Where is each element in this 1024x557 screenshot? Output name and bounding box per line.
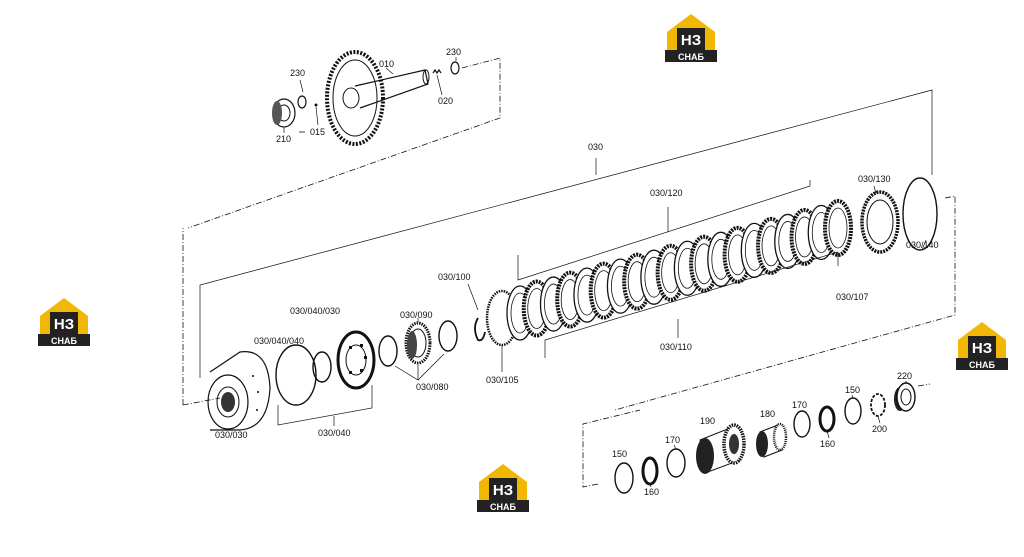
watermark-top-text: НЗ	[972, 340, 992, 357]
label-160a: 160	[644, 487, 659, 497]
label-020: 020	[438, 96, 453, 106]
ring-160a	[641, 456, 659, 486]
label-170b: 170	[792, 400, 807, 410]
seal-030-040-030	[312, 351, 332, 383]
hub-190	[696, 423, 746, 474]
clutch-assembly-030	[182, 89, 956, 431]
watermark-logo: НЗ СНАБ	[36, 294, 92, 348]
label-230a: 230	[290, 68, 305, 78]
watermark-bottom-text: СНАБ	[51, 336, 77, 346]
watermark-bottom-text: СНАБ	[490, 502, 516, 512]
snap-ring-030-100	[474, 317, 486, 342]
label-150b: 150	[845, 385, 860, 395]
label-030-090: 030/090	[400, 310, 433, 320]
ring-230b	[450, 61, 460, 75]
label-030: 030	[588, 142, 603, 152]
label-030-040: 030/040	[318, 428, 351, 438]
watermark-bottom-text: СНАБ	[678, 52, 704, 62]
gear-010	[325, 50, 430, 146]
pin-015	[314, 103, 318, 107]
label-220: 220	[897, 371, 912, 381]
ring-030-080b	[438, 320, 458, 352]
label-160b: 160	[820, 439, 835, 449]
watermark-top-text: НЗ	[54, 316, 74, 333]
label-210: 210	[276, 134, 291, 144]
label-015: 015	[310, 127, 325, 137]
label-030-105: 030/105	[486, 375, 519, 385]
watermark-logo: НЗ СНАБ	[663, 10, 719, 64]
ring-230a	[297, 95, 307, 109]
label-010: 010	[379, 59, 394, 69]
part-labels: 010 015 020 210 230 230 030 030/030 030/…	[215, 47, 939, 497]
washer-170a	[666, 448, 686, 478]
label-200: 200	[872, 424, 887, 434]
gear-shaft-assembly	[187, 50, 501, 229]
label-190: 190	[700, 416, 715, 426]
label-230b: 230	[446, 47, 461, 57]
disk-inner-edge	[828, 207, 848, 249]
label-150a: 150	[612, 449, 627, 459]
spring-020	[432, 68, 442, 75]
label-030-107: 030/107	[836, 292, 869, 302]
watermark-logo: НЗ СНАБ	[954, 318, 1010, 372]
piston-disk	[336, 330, 376, 390]
ring-030-080a	[378, 335, 398, 367]
label-030-140: 030/140	[906, 240, 939, 250]
watermark-bottom-text: СНАБ	[969, 360, 995, 370]
label-030-040-040: 030/040/040	[254, 336, 304, 346]
watermark-top-text: НЗ	[681, 32, 701, 49]
clutch-disk-pack	[506, 199, 853, 341]
label-030-040-030: 030/040/030	[290, 306, 340, 316]
label-030-030: 030/030	[215, 430, 248, 440]
spring-pack-030-090	[404, 321, 432, 365]
bearing-210	[272, 98, 296, 128]
label-030-100: 030/100	[438, 272, 471, 282]
seal-030-040-040	[275, 344, 317, 406]
label-030-130: 030/130	[858, 174, 891, 184]
watermark-top-text: НЗ	[493, 482, 513, 499]
lower-assembly	[582, 381, 931, 494]
washer-170b	[793, 410, 811, 438]
label-030-120: 030/120	[650, 188, 683, 198]
needle-bearing-180	[756, 422, 788, 458]
label-030-110: 030/110	[660, 342, 692, 352]
lock-washer-200	[870, 393, 886, 417]
washer-150b	[844, 397, 862, 425]
bearing-220	[894, 382, 916, 412]
label-030-080: 030/080	[416, 382, 449, 392]
piston-housing-030-030	[207, 351, 271, 431]
label-170a: 170	[665, 435, 680, 445]
washer-150a	[614, 462, 634, 494]
ring-160b	[818, 405, 836, 433]
label-180: 180	[760, 409, 775, 419]
watermark-logo: НЗ СНАБ	[475, 460, 531, 514]
seal-030-140	[902, 177, 938, 251]
